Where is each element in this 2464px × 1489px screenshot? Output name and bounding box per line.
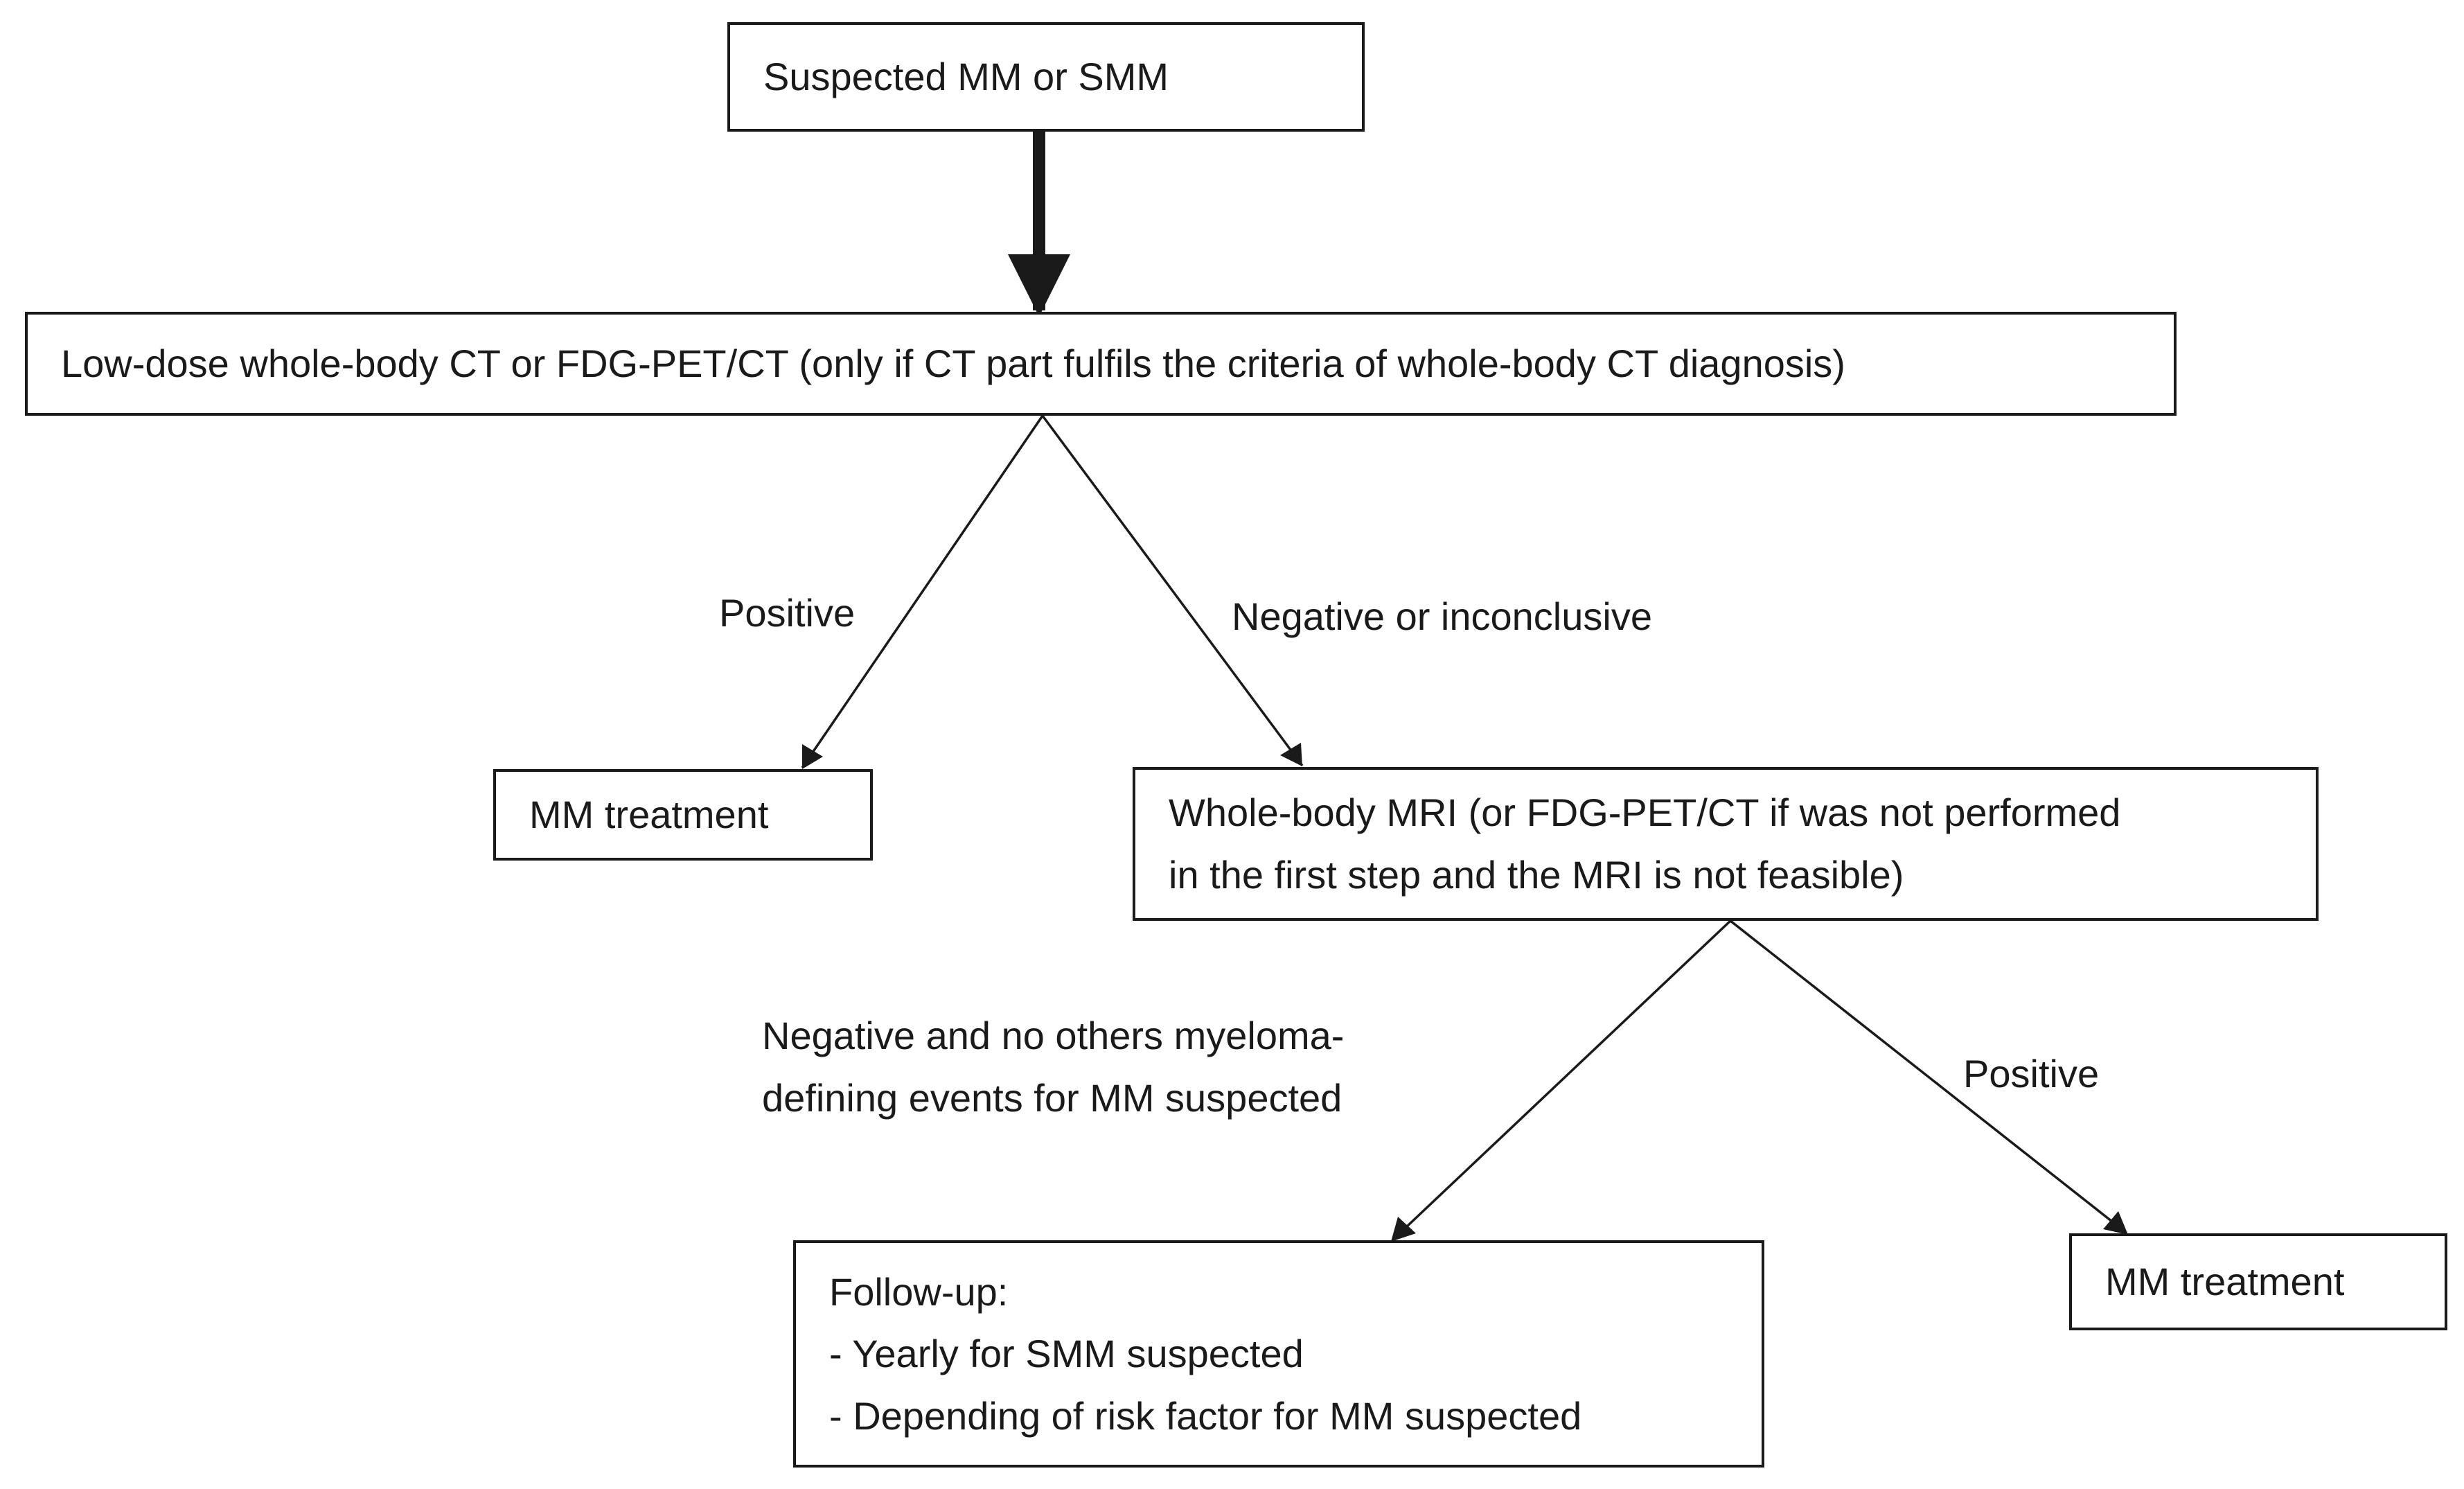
follow-up-heading: Follow-up: (829, 1269, 1009, 1314)
follow-up-item-mm: - Depending of risk factor for MM suspec… (829, 1393, 1582, 1438)
mri-node-text-line-2: in the first step and the MRI is not fea… (1169, 853, 1904, 897)
initial-imaging-node: Low-dose whole-body CT or FDG-PET/CT (on… (25, 312, 2177, 416)
edge-label-positive-first-text: Positive (719, 591, 856, 635)
arrowhead-ct-to-treatment (802, 744, 823, 769)
edge-label-positive-second: Positive (1963, 1043, 2099, 1105)
edge-label-positive-first: Positive (719, 582, 855, 644)
arrowhead-mri-to-followup (1391, 1217, 1416, 1242)
treatment-node-left: MM treatment (493, 769, 873, 861)
edge-label-negative-first: Negative or inconclusive (1232, 585, 1652, 648)
arrow-mri-to-followup (1392, 919, 1732, 1240)
mri-node-text-line-1: Whole-body MRI (or FDG-PET/CT if was not… (1169, 791, 2121, 835)
follow-up-item-smm: - Yearly for SMM suspected (829, 1332, 1304, 1376)
arrow-ct-to-treatment (801, 415, 1044, 768)
treatment-node-left-text: MM treatment (529, 793, 769, 837)
arrowhead-ct-to-mri (1280, 743, 1302, 766)
start-node-text: Suspected MM or SMM (763, 55, 1169, 99)
arrow-mri-to-treatment (1729, 919, 2127, 1233)
arrowhead-mri-to-treatment (2103, 1211, 2128, 1235)
edge-label-negative-second: Negative and no others myeloma- defining… (762, 1005, 1344, 1129)
treatment-node-right: MM treatment (2069, 1233, 2447, 1330)
mri-node: Whole-body MRI (or FDG-PET/CT if was not… (1133, 767, 2319, 921)
arrow-ct-to-mri (1041, 414, 1304, 767)
edge-label-negative-second-line-1: Negative and no others myeloma- (762, 1014, 1345, 1057)
edge-label-negative-second-line-2: defining events for MM suspected (762, 1075, 1342, 1120)
initial-imaging-node-text: Low-dose whole-body CT or FDG-PET/CT (on… (61, 342, 1845, 386)
treatment-node-right-text: MM treatment (2105, 1260, 2345, 1304)
follow-up-node: Follow-up: - Yearly for SMM suspected - … (793, 1240, 1764, 1468)
edge-label-positive-second-text: Positive (1963, 1052, 2100, 1095)
edge-label-negative-first-text: Negative or inconclusive (1232, 594, 1652, 638)
start-node: Suspected MM or SMM (727, 22, 1365, 132)
